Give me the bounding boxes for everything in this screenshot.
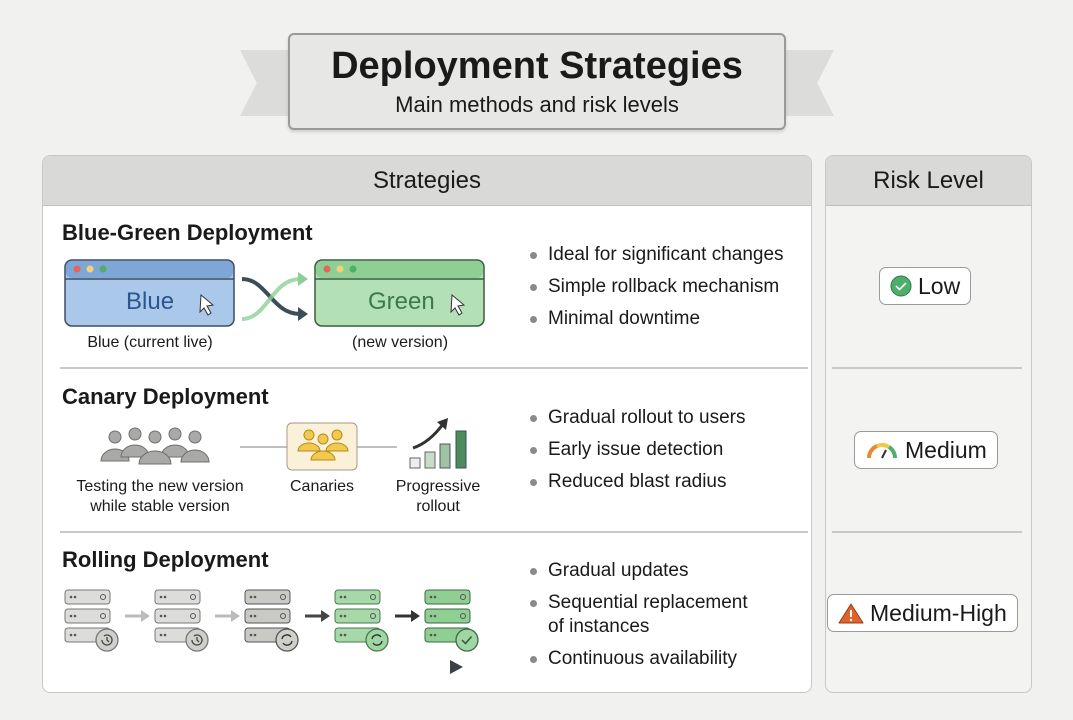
row-divider — [60, 531, 808, 533]
blue-window-icon — [64, 259, 235, 327]
risk-label: Low — [918, 272, 961, 299]
bullet-item: Minimal downtime — [530, 303, 784, 335]
row-divider — [60, 367, 808, 369]
bullet-item: Ideal for significant changes — [530, 239, 784, 271]
gauge-icon — [867, 442, 898, 459]
blue-green-bullets: Ideal for significant changes Simple rol… — [530, 239, 784, 335]
bullet-item: Simple rollback mechanism — [530, 271, 784, 303]
bullet-item: Gradual rollout to users — [530, 402, 746, 434]
server-stack-icon — [424, 589, 479, 652]
rolling-bullets: Gradual updates Sequential replacement o… — [530, 555, 748, 675]
page-title: Deployment Strategies — [331, 45, 743, 87]
bullet-item: Continuous availability — [530, 643, 748, 675]
rolling-illustration — [64, 589, 479, 674]
risk-header: Risk Level — [826, 156, 1031, 206]
server-stack-icon — [334, 589, 389, 652]
users-group-icon — [100, 427, 210, 465]
bullet-item: Reduced blast radius — [530, 466, 746, 498]
blue-green-title: Blue-Green Deployment — [62, 220, 313, 245]
page-subtitle: Main methods and risk levels — [395, 92, 679, 117]
bullet-item: Early issue detection — [530, 434, 746, 466]
risk-badge-low: Low — [879, 267, 972, 305]
rollout-caption: Progressive rollout — [395, 478, 481, 515]
title-banner: Deployment Strategies Main methods and r… — [288, 33, 786, 130]
warning-icon — [838, 603, 864, 624]
risk-label: Medium — [905, 436, 987, 463]
server-stack-icon — [244, 589, 299, 652]
step-arrow-icon — [125, 610, 150, 622]
green-caption: (new version) — [351, 334, 449, 351]
check-circle-icon — [890, 275, 912, 297]
bullet-item: Gradual updates — [530, 555, 748, 587]
blue-green-illustration — [64, 259, 485, 327]
step-arrow-icon — [215, 610, 240, 622]
risk-badge-medium: Medium — [854, 431, 998, 469]
green-window-icon — [314, 259, 485, 327]
strategies-header: Strategies — [43, 156, 811, 206]
risk-badge-medium-high: Medium-High — [827, 594, 1018, 632]
row-divider — [832, 531, 1022, 533]
check-icon — [455, 628, 479, 652]
server-stack-icon — [154, 589, 209, 652]
users-caption: Testing the new version while stable ver… — [76, 478, 244, 515]
progressive-chart-icon — [409, 418, 467, 469]
server-stack-icon — [64, 589, 119, 652]
risk-label: Medium-High — [870, 599, 1007, 626]
canary-illustration — [100, 418, 467, 471]
sync-icon — [365, 628, 389, 652]
sync-icon — [275, 628, 299, 652]
canaries-icon — [286, 422, 358, 471]
step-arrow-icon — [395, 610, 420, 622]
switch-arrows-icon — [241, 272, 308, 321]
row-divider — [832, 367, 1022, 369]
canaries-caption: Canaries — [289, 478, 355, 495]
bullet-item: Sequential replacement of instances — [530, 587, 748, 643]
green-label: Green — [368, 288, 435, 315]
step-arrow-icon — [305, 610, 330, 622]
canary-title: Canary Deployment — [62, 384, 269, 409]
canary-bullets: Gradual rollout to users Early issue det… — [530, 402, 746, 498]
blue-label: Blue — [126, 288, 175, 315]
blue-caption: Blue (current live) — [87, 334, 213, 351]
rolling-title: Rolling Deployment — [62, 547, 269, 572]
